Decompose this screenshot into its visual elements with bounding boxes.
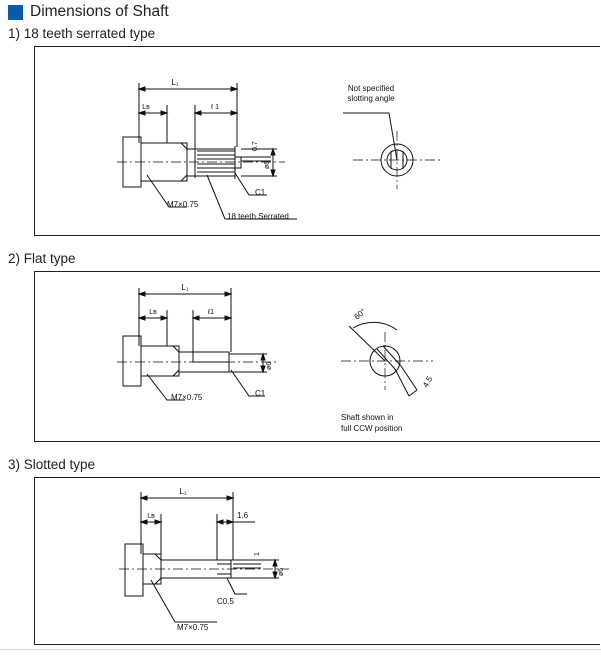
l1-label: L₁: [171, 78, 178, 87]
thread-label: M7×0.75: [177, 623, 209, 632]
slotted-type-panel: L₁ Lʙ 1.6 1 ø6 C0.5 M7×0.75: [34, 477, 600, 645]
section-title: Dimensions of Shaft: [8, 3, 169, 21]
serrated-type-drawing: L₁ Lʙ ℓ 1 0.7 ø6 M7×0.75 18 teeth Serrat…: [117, 78, 441, 221]
l1-label: L₁: [181, 283, 188, 292]
slotting-note-line1: Not specified: [348, 84, 394, 93]
dim-0-7-label: 0.7: [252, 141, 259, 151]
dim-dia6-label: ø6: [264, 161, 271, 169]
title-square-icon: [8, 4, 23, 20]
serration-label: 18 teeth Serrated: [227, 212, 289, 221]
section-title-text: Dimensions of Shaft: [30, 3, 169, 20]
lb-label: Lʙ: [147, 513, 155, 520]
page-bottom-rule: [0, 649, 601, 650]
l1-label: L₁: [179, 487, 186, 496]
slot-width-label: 1.6: [237, 511, 249, 520]
chamfer-label: C1: [255, 188, 266, 197]
dim-dia6-label: ø6: [278, 568, 285, 576]
slotted-type-drawing: L₁ Lʙ 1.6 1 ø6 C0.5 M7×0.75: [119, 487, 289, 632]
slotting-note-line2: slotting angle: [347, 94, 395, 103]
flat-type-panel: L₁ Lʙ ℓ1 ø6 M7×0.75 C1 60° 4.5 Shaft sho…: [34, 271, 600, 442]
lb-label: Lʙ: [142, 104, 150, 111]
slot-depth-label: 1: [254, 552, 261, 556]
slotted-type-heading: 3) Slotted type: [8, 457, 96, 472]
lb-label: Lʙ: [149, 309, 157, 316]
shaft-note-line1: Shaft shown in: [341, 413, 393, 422]
dim-dia6-label: ø6: [266, 362, 273, 370]
angle-label: 60°: [353, 307, 368, 322]
thread-label: M7×0.75: [167, 200, 199, 209]
shaft-note-line2: full CCW position: [341, 424, 402, 433]
serrated-type-panel: L₁ Lʙ ℓ 1 0.7 ø6 M7×0.75 18 teeth Serrat…: [34, 46, 600, 236]
chamfer-label: C1: [255, 389, 266, 398]
thread-label: M7×0.75: [171, 393, 203, 402]
chamfer-label: C0.5: [217, 597, 234, 606]
l1-small-label: ℓ1: [207, 309, 214, 316]
serrated-type-heading: 1) 18 teeth serrated type: [8, 26, 156, 41]
flat-type-drawing: L₁ Lʙ ℓ1 ø6 M7×0.75 C1 60° 4.5 Shaft sho…: [117, 283, 435, 433]
flat-dim-label: 4.5: [421, 374, 435, 389]
flat-type-heading: 2) Flat type: [8, 251, 76, 266]
l1-small-label: ℓ 1: [210, 104, 219, 111]
